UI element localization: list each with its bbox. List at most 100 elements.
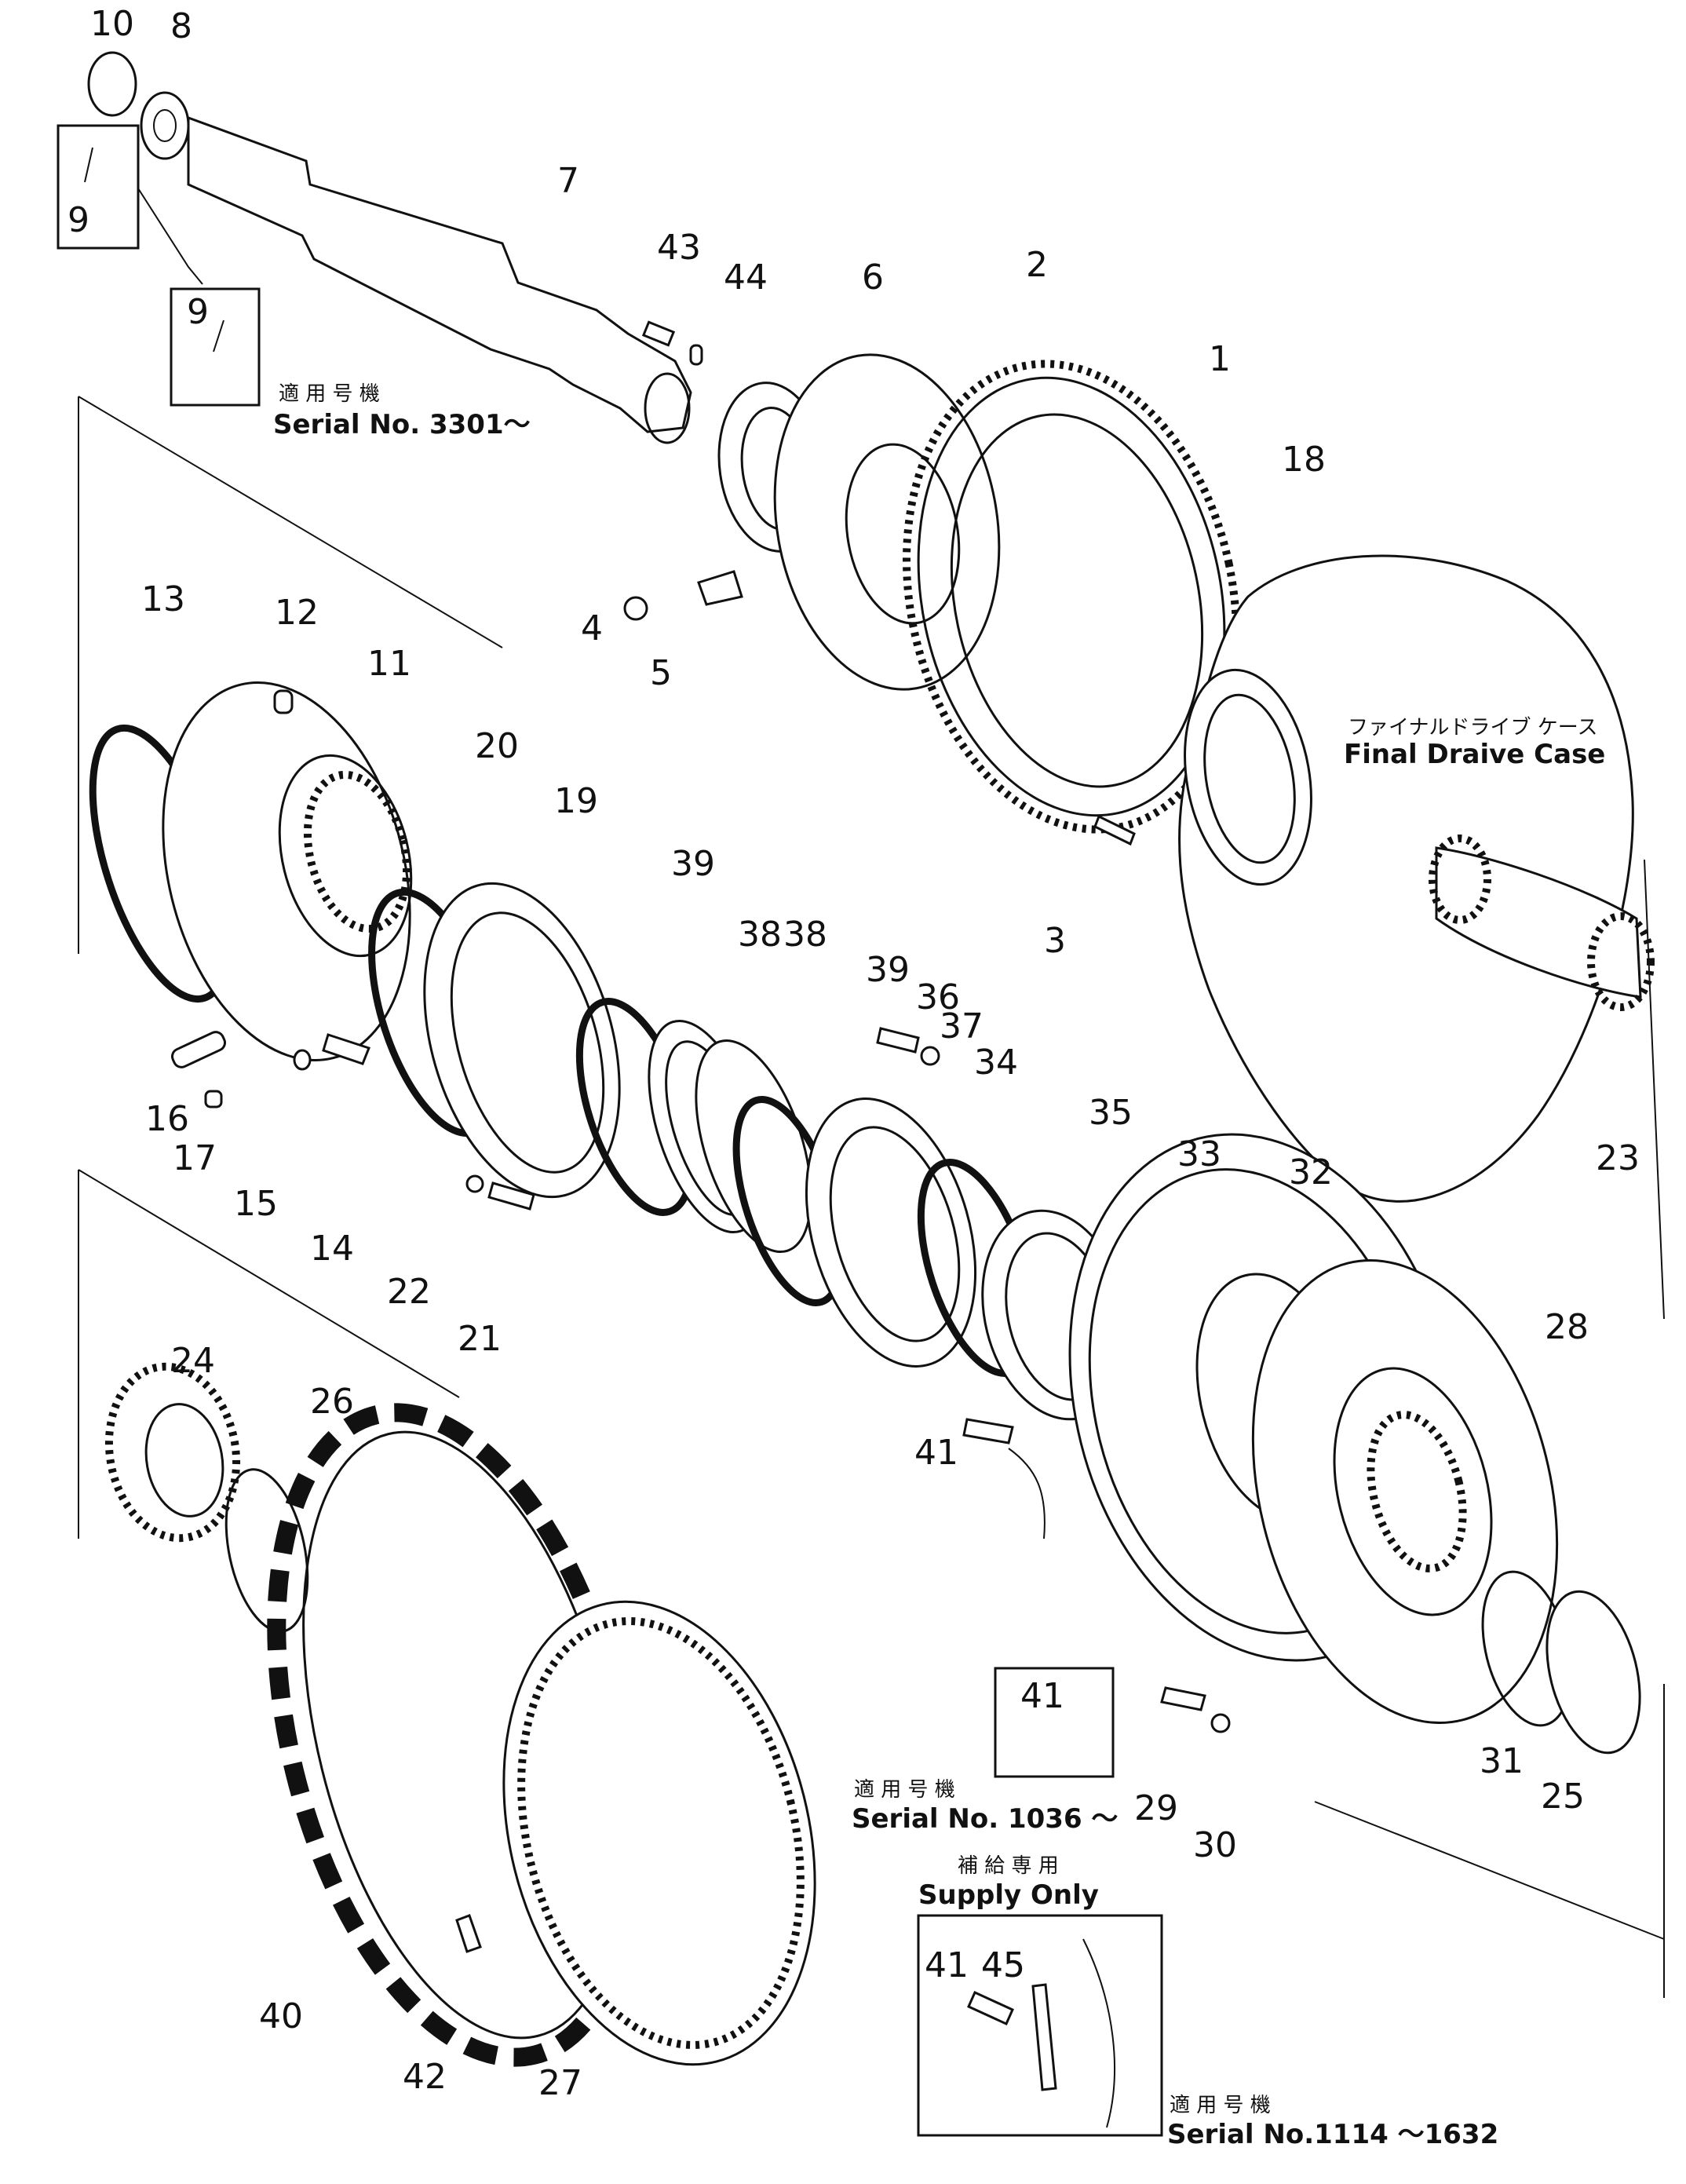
sprocket-group — [78, 1169, 816, 2067]
nut-part-4 — [623, 596, 648, 621]
note-sprocket-en: Serial No. 1036 ～ — [852, 1803, 1118, 1835]
part-label: 44 — [724, 257, 768, 298]
note-supply-jp: 適 用 号 機 — [1170, 2094, 1271, 2117]
part-label: 19 — [554, 781, 598, 821]
plate-part-45 — [1031, 1983, 1057, 2091]
snap-ring-part-10 — [87, 51, 137, 117]
pin-part-16 — [170, 1031, 227, 1068]
cover-part-25 — [1546, 1590, 1641, 1755]
note-shaft-jp: 適 用 号 機 — [279, 382, 380, 406]
part-label: 25 — [1541, 1777, 1585, 1817]
bolt-part-41-supply — [967, 1991, 1014, 2025]
part-label: 21 — [458, 1319, 502, 1359]
inset-box-9 — [57, 124, 140, 250]
inset-box-41 — [994, 1667, 1115, 1778]
part-label: 13 — [141, 579, 185, 619]
washer-part-37 — [920, 1046, 940, 1066]
part-label: 16 — [145, 1099, 189, 1139]
part-label: 35 — [1089, 1093, 1133, 1133]
part-label: 1 — [1209, 339, 1231, 379]
bolt-part-21 — [487, 1181, 535, 1211]
note-shaft-en: Serial No. 3301～ — [273, 409, 531, 440]
part-label: 34 — [974, 1043, 1018, 1083]
bolt-part-42 — [455, 1914, 482, 1953]
housing-part-11 — [162, 681, 411, 1061]
supply-part-45-label: 45 — [981, 1945, 1025, 1985]
note-supply-en: Serial No.1114 ～1632 — [1167, 2119, 1498, 2150]
part-label: 40 — [259, 1996, 303, 2036]
inset-box-supply — [917, 1914, 1163, 2137]
part-label: 15 — [234, 1184, 278, 1224]
nut-part-8 — [140, 91, 190, 160]
part-label: 18 — [1282, 440, 1326, 480]
key-part-43 — [641, 320, 676, 347]
part-label: 37 — [940, 1006, 984, 1046]
part-label: 6 — [862, 257, 884, 298]
part-label: 29 — [1134, 1788, 1178, 1828]
hub-cover-group — [962, 859, 1665, 1998]
part-label: 41 — [914, 1433, 958, 1473]
inset-9-label: 9 — [187, 292, 209, 332]
pin-part-44 — [689, 344, 703, 366]
part-label: 33 — [1177, 1134, 1221, 1174]
part-label: 5 — [650, 653, 672, 693]
part-label: 39 — [671, 844, 715, 884]
gear-part-24 — [104, 1362, 241, 1543]
part-label: 3 — [1044, 921, 1066, 961]
part-label: 11 — [367, 644, 411, 684]
part-label: 38 — [738, 915, 782, 955]
part-label: 36 — [916, 977, 960, 1017]
part-label: 39 — [866, 950, 910, 990]
part-label: 22 — [387, 1272, 431, 1312]
nut-part-30 — [1210, 1713, 1231, 1733]
part-label: 27 — [538, 2063, 582, 2103]
case-label-en: Final Draive Case — [1344, 739, 1605, 770]
washer-part-15 — [293, 1049, 312, 1071]
part-label: 7 — [557, 161, 579, 201]
part-label: 30 — [1193, 1825, 1237, 1865]
part-label: 24 — [171, 1341, 215, 1381]
part-label: 38 — [783, 915, 827, 955]
final-drive-case — [1178, 554, 1655, 1203]
case-label-jp: ファイナルドライブ ケース — [1348, 716, 1597, 740]
part-label: 10 — [90, 4, 134, 44]
bolt-part-41 — [962, 1418, 1014, 1444]
part-label: 14 — [310, 1229, 354, 1269]
note-sprocket-jp: 適 用 号 機 — [854, 1778, 955, 1802]
supply-jp: 補 給 専 用 — [958, 1854, 1059, 1878]
ring-gear-part-27 — [502, 1600, 816, 2066]
supply-part-41-label: 41 — [925, 1945, 969, 1985]
part-label: 9 — [68, 200, 89, 240]
cover-part-28 — [1251, 1258, 1559, 1725]
pin-part-12 — [273, 689, 294, 714]
part-label: 42 — [403, 2057, 447, 2097]
part-label: 12 — [275, 593, 319, 633]
bolt-part-29 — [1160, 1686, 1206, 1711]
supply-inset — [917, 1914, 1163, 2137]
inset-box-9-alt — [170, 287, 261, 407]
part-number-labels: 10 8 9 7 43 44 6 2 1 18 4 5 12 13 11 20 … — [68, 4, 1640, 2103]
lock-plate-part-5 — [697, 570, 743, 606]
part-label: 8 — [170, 6, 192, 46]
washer-part-22 — [465, 1174, 484, 1193]
part-label: 45 — [981, 1945, 1025, 1985]
supply-en: Supply Only — [918, 1879, 1099, 1911]
cover-part-34 — [805, 1097, 977, 1368]
part-label: 23 — [1596, 1138, 1640, 1178]
bolt-part-14 — [322, 1033, 370, 1065]
inset-41-label: 41 — [1020, 1676, 1064, 1716]
bolt-part-36 — [876, 1027, 920, 1054]
dowel-part-17 — [204, 1090, 223, 1108]
bearing-part-18 — [1184, 668, 1312, 886]
retainer-part-19 — [423, 882, 621, 1199]
spline-shaft-part-23 — [1435, 846, 1642, 999]
part-label: 2 — [1026, 245, 1048, 285]
part-label: 32 — [1289, 1152, 1333, 1192]
shaft-assembly — [57, 51, 703, 444]
part-label: 43 — [657, 228, 701, 268]
part-label: 17 — [173, 1138, 217, 1178]
part-label: 28 — [1545, 1307, 1589, 1347]
hub-gear-group — [623, 353, 1240, 846]
part-label: 31 — [1480, 1741, 1524, 1781]
